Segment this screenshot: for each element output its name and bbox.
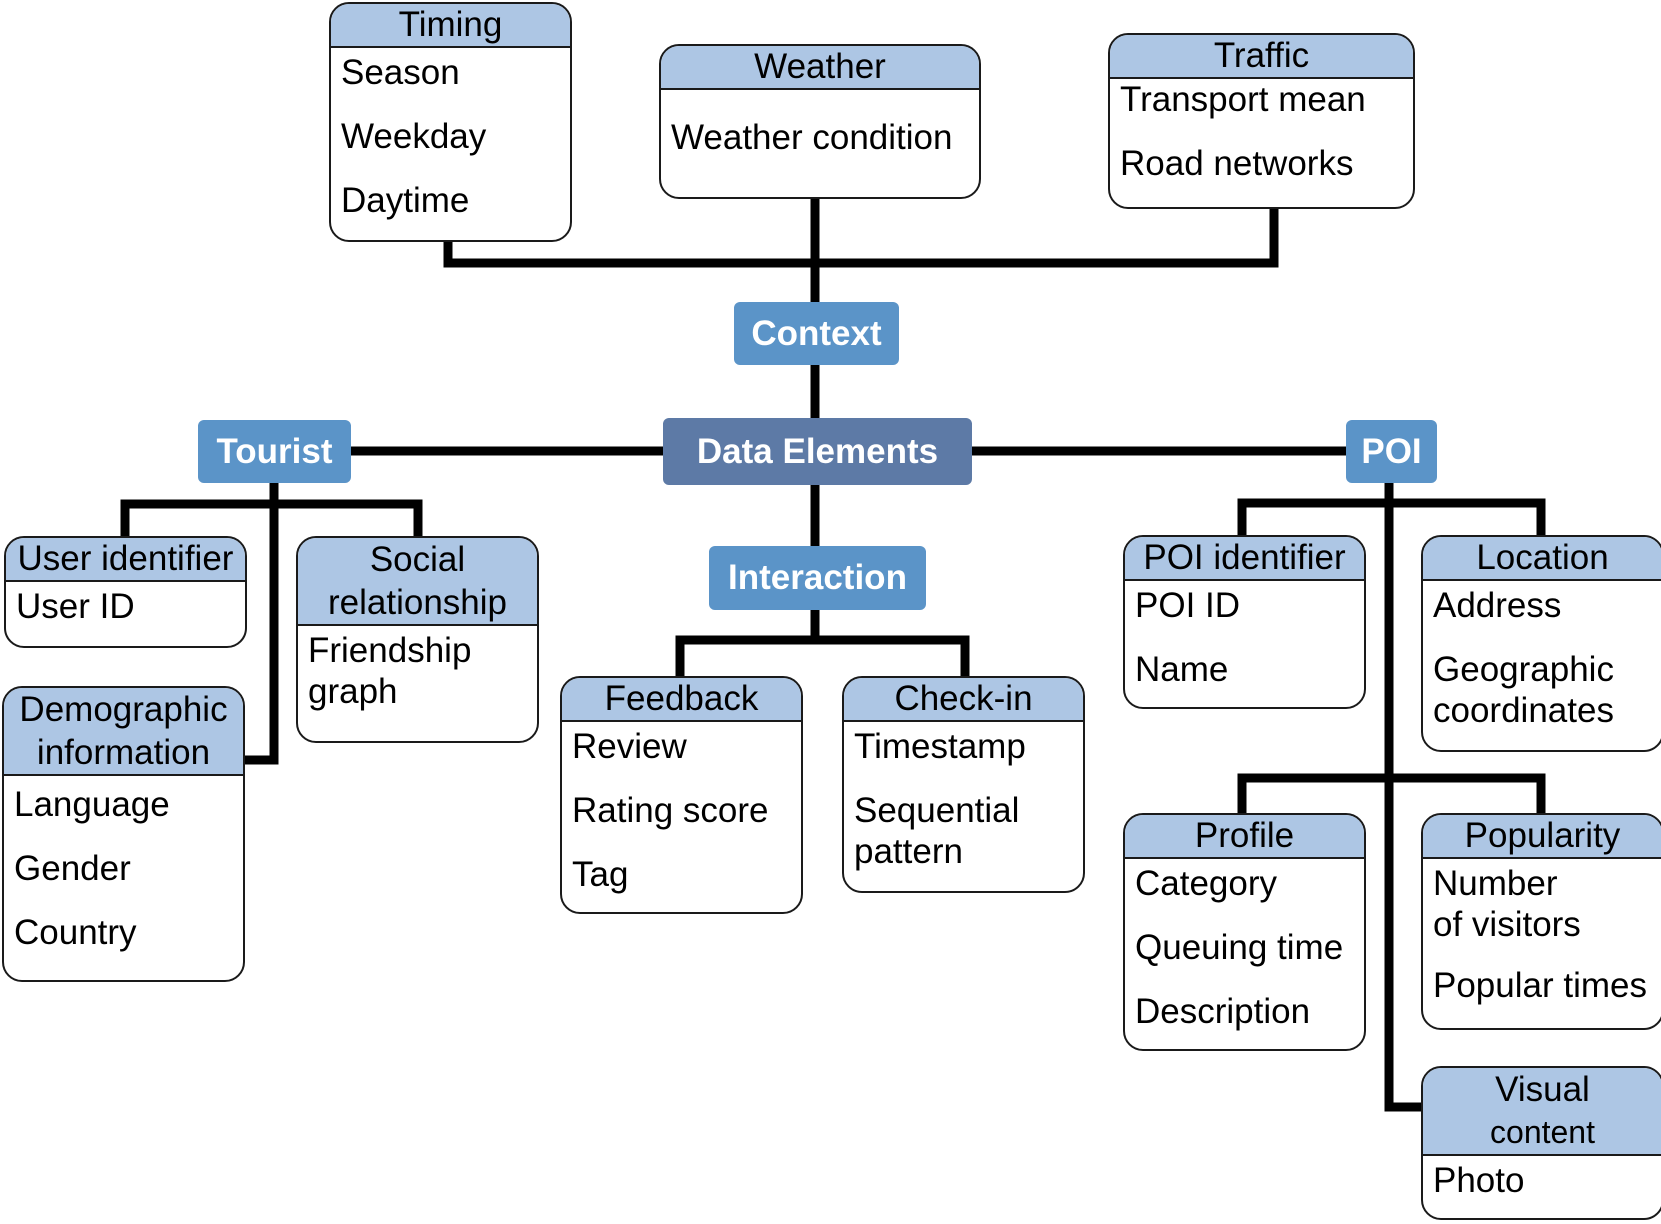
poi-identifier-item: Name <box>1135 650 1229 689</box>
poi-identifier-box: POI identifier POI ID Name <box>1123 535 1366 709</box>
profile-item: Category <box>1135 864 1278 903</box>
feedback-item: Tag <box>572 855 629 894</box>
interaction-hub: Interaction <box>709 546 926 610</box>
timing-title: Timing <box>331 4 570 48</box>
traffic-box: Traffic Transport mean Road networks <box>1108 33 1415 209</box>
location-item-line: coordinates <box>1433 691 1614 730</box>
check-in-item-line: pattern <box>854 832 963 871</box>
profile-title: Profile <box>1125 815 1364 859</box>
visual-title-line: content <box>1490 1114 1595 1150</box>
poi-identifier-title: POI identifier <box>1125 537 1364 581</box>
weather-item: Weather condition <box>671 118 953 157</box>
demographic-item: Country <box>14 913 137 952</box>
poi-hub: POI <box>1346 420 1437 483</box>
visual-item: Photo <box>1433 1161 1525 1200</box>
feedback-item: Rating score <box>572 791 769 830</box>
demographic-title-line: information <box>36 733 211 772</box>
check-in-item-line: Sequential <box>854 791 1020 830</box>
social-title-line: Social <box>369 540 466 579</box>
popularity-item: Popular times <box>1433 966 1647 1005</box>
profile-item: Queuing time <box>1135 928 1344 967</box>
location-item-line: Geographic <box>1433 650 1614 689</box>
location-title: Location <box>1423 537 1661 581</box>
visual-title-line: Visual <box>1495 1070 1590 1109</box>
user-identifier-title: User identifier <box>6 538 245 582</box>
social-title-line: relationship <box>328 583 507 622</box>
context-hub: Context <box>734 302 899 365</box>
user-identifier-item: User ID <box>16 587 135 626</box>
profile-box: Profile Category Queuing time Descriptio… <box>1123 813 1366 1051</box>
connector-tourist-demographic <box>239 477 279 765</box>
social-item-line: Friendship <box>308 631 472 670</box>
timing-item: Daytime <box>341 181 470 220</box>
poi-identifier-item: POI ID <box>1135 586 1241 625</box>
profile-item: Description <box>1135 992 1311 1031</box>
timing-item: Weekday <box>341 117 487 156</box>
location-box: Location Address Geographic coordinates <box>1421 535 1661 752</box>
connector-poi-mid-children <box>1237 773 1546 820</box>
popularity-box: Popularity Number of visitors Popular ti… <box>1421 813 1661 1030</box>
feedback-item: Review <box>572 727 687 766</box>
connector-poi-trunk <box>1384 477 1427 1112</box>
traffic-title: Traffic <box>1110 35 1413 79</box>
weather-title: Weather <box>661 46 979 90</box>
social-item-line: graph <box>308 672 398 711</box>
check-in-box: Check-in Timestamp Sequential pattern <box>842 676 1085 893</box>
check-in-title: Check-in <box>844 678 1083 722</box>
demographic-item: Language <box>14 785 170 824</box>
feedback-box: Feedback Review Rating score Tag <box>560 676 803 914</box>
visual-content-box: Visual content Photo <box>1421 1066 1661 1220</box>
demographic-item: Gender <box>14 849 131 888</box>
demographic-information-box: Demographic information Language Gender … <box>2 686 245 982</box>
popularity-item-line: Number <box>1433 864 1558 903</box>
location-item: Address <box>1433 586 1562 625</box>
traffic-item: Road networks <box>1120 144 1354 183</box>
connector-interaction-children <box>675 635 970 681</box>
timing-box: Timing Season Weekday Daytime <box>329 2 572 242</box>
traffic-item: Transport mean <box>1120 80 1366 119</box>
data-elements-hub: Data Elements <box>663 418 972 485</box>
social-relationship-box: Social relationship Friendship graph <box>296 536 539 743</box>
popularity-title: Popularity <box>1423 815 1661 859</box>
timing-item: Season <box>341 53 460 92</box>
popularity-item-line: of visitors <box>1433 905 1581 944</box>
tourist-hub: Tourist <box>198 420 351 483</box>
weather-box: Weather Weather condition <box>659 44 981 199</box>
feedback-title: Feedback <box>562 678 801 722</box>
demographic-title-line: Demographic <box>19 690 228 729</box>
check-in-item: Timestamp <box>854 727 1026 766</box>
user-identifier-box: User identifier User ID <box>4 536 247 648</box>
